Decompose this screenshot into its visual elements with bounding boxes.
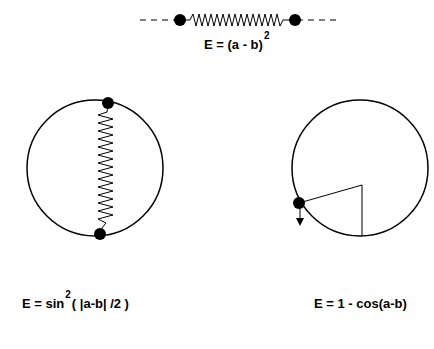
circle-track [27, 100, 163, 236]
superscript: 2 [65, 290, 71, 300]
mass-dot [289, 14, 301, 26]
energy-formula: E = sin [22, 297, 64, 310]
arrowhead [296, 218, 304, 226]
mass-dot [102, 97, 114, 109]
mass-dot [174, 14, 186, 26]
spring-symbol [98, 103, 113, 234]
spring-symbol [180, 14, 295, 26]
radius-line [362, 185, 363, 236]
mass-dot [293, 197, 305, 209]
superscript: 2 [264, 31, 270, 41]
radius-line [299, 185, 362, 203]
dashed-line [140, 19, 178, 20]
dashed-line [297, 19, 338, 20]
energy-formula: ( |a-b| /2 ) [72, 297, 129, 310]
mass-dot [94, 228, 106, 240]
energy-formula: E = (a - b) [204, 38, 263, 51]
energy-formula: E = 1 - cos(a-b) [314, 297, 407, 310]
circle-track [292, 100, 428, 236]
